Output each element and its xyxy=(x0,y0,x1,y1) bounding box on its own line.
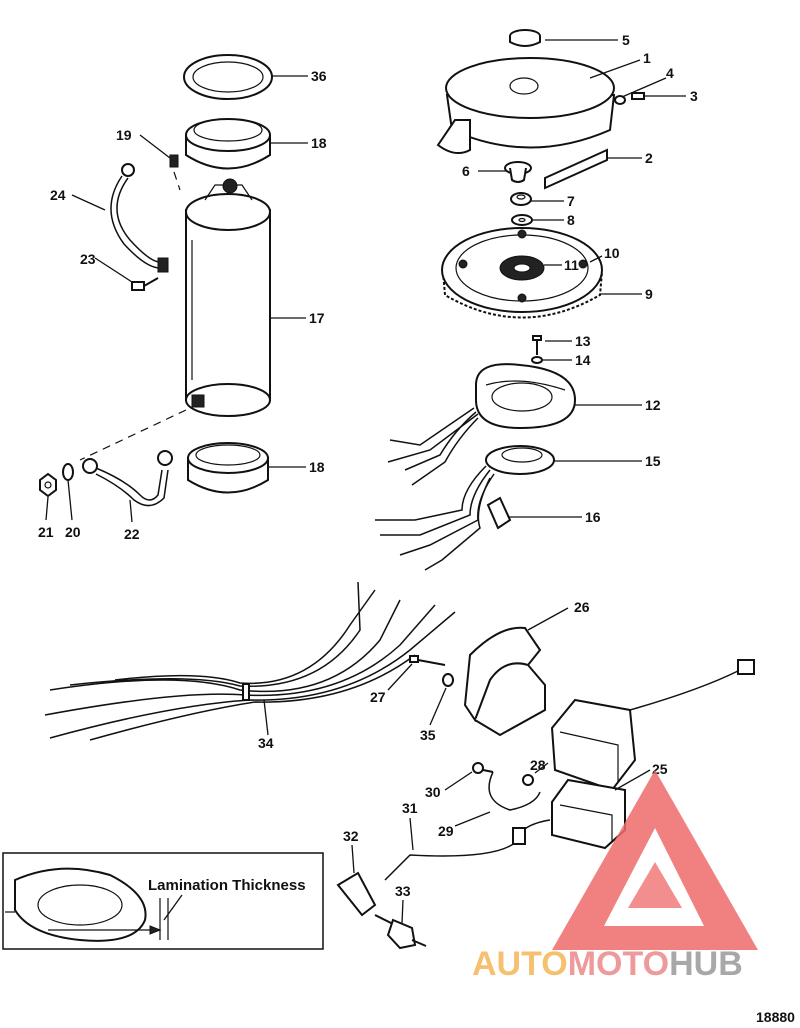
flywheel-cover-1 xyxy=(436,57,616,155)
callout-numbers: 36 18 19 24 23 17 18 21 20 22 5 1 4 3 2 … xyxy=(38,32,698,899)
bolt-23 xyxy=(131,277,159,291)
callout-13: 13 xyxy=(575,333,591,349)
callout-2: 2 xyxy=(645,150,653,166)
wire-harness-34 xyxy=(44,581,456,741)
decal-2 xyxy=(544,148,608,190)
callout-23: 23 xyxy=(80,251,96,267)
callout-26: 26 xyxy=(574,599,590,615)
spark-plug-33 xyxy=(374,914,427,950)
callout-27: 27 xyxy=(370,689,386,705)
callout-31: 31 xyxy=(402,800,418,816)
leader-lines xyxy=(45,39,686,924)
nut-21 xyxy=(39,472,57,498)
watermark-moto: MOTO xyxy=(568,945,669,983)
clamp-16 xyxy=(486,496,512,530)
trigger-harness xyxy=(375,465,495,571)
callout-34: 34 xyxy=(258,735,274,751)
callout-6: 6 xyxy=(462,163,470,179)
callout-18-top: 18 xyxy=(311,135,327,151)
callout-16: 16 xyxy=(585,509,601,525)
callout-21: 21 xyxy=(38,524,54,540)
callout-12: 12 xyxy=(645,397,661,413)
callout-15: 15 xyxy=(645,453,661,469)
callout-36: 36 xyxy=(311,68,327,84)
watermark-hub: HUB xyxy=(669,945,743,983)
washer-4 xyxy=(614,95,626,105)
callout-33: 33 xyxy=(395,883,411,899)
callout-19: 19 xyxy=(116,127,132,143)
spark-plug-lead-31 xyxy=(384,819,551,881)
battery-cable-24 xyxy=(110,163,169,273)
callout-35: 35 xyxy=(420,727,436,743)
end-cap-18-bottom xyxy=(187,442,269,494)
callout-17: 17 xyxy=(309,310,325,326)
end-cap-18-top xyxy=(185,118,271,170)
switch-box-25 xyxy=(550,659,755,792)
bushing-6 xyxy=(504,161,532,183)
callout-29: 29 xyxy=(438,823,454,839)
callout-1: 1 xyxy=(643,50,651,66)
callout-30: 30 xyxy=(425,784,441,800)
callout-18-bottom: 18 xyxy=(309,459,325,475)
watermark-auto: AUTO xyxy=(472,945,568,983)
watermark-triangle-icon xyxy=(552,770,758,950)
washer-20 xyxy=(62,463,74,481)
callout-5: 5 xyxy=(622,32,630,48)
callout-32: 32 xyxy=(343,828,359,844)
screw-30 xyxy=(472,762,494,774)
stator-12 xyxy=(475,363,577,430)
lamination-inset: Lamination Thickness xyxy=(2,852,324,950)
cdi-module xyxy=(551,778,626,850)
callout-9: 9 xyxy=(645,286,653,302)
hub-11 xyxy=(499,255,545,281)
trigger-15 xyxy=(485,445,555,475)
callout-20: 20 xyxy=(65,524,81,540)
nut-28 xyxy=(522,774,534,786)
lamination-thickness-label: Lamination Thickness xyxy=(148,877,306,894)
callout-24: 24 xyxy=(50,187,66,203)
stator-harness xyxy=(387,407,479,486)
washer-35 xyxy=(442,673,454,687)
callout-3: 3 xyxy=(690,88,698,104)
callout-22: 22 xyxy=(124,526,140,542)
callout-28: 28 xyxy=(530,757,546,773)
starter-motor-17 xyxy=(185,178,271,417)
watermark-logo xyxy=(552,770,758,950)
set-screw-19 xyxy=(169,154,181,191)
callout-7: 7 xyxy=(567,193,575,209)
ground-wire-29 xyxy=(488,771,541,811)
seal-ring-36 xyxy=(183,54,273,100)
ground-cable-22 xyxy=(82,450,173,507)
spark-plug-boot-32 xyxy=(336,871,377,917)
callout-10: 10 xyxy=(604,245,620,261)
bolt-27 xyxy=(409,655,446,666)
callout-14: 14 xyxy=(575,352,591,368)
callout-11: 11 xyxy=(564,257,579,273)
washer-14 xyxy=(531,356,543,364)
nut-7 xyxy=(510,192,532,206)
figure-number: 18880 xyxy=(756,1009,795,1025)
callout-8: 8 xyxy=(567,212,575,228)
cap-5 xyxy=(509,29,541,47)
watermark-text: AUTOMOTOHUB xyxy=(472,945,743,983)
screw-3 xyxy=(631,92,645,100)
callout-4: 4 xyxy=(666,65,674,81)
bracket-26 xyxy=(463,626,546,737)
screw-13 xyxy=(532,335,542,355)
washer-8 xyxy=(511,214,533,226)
